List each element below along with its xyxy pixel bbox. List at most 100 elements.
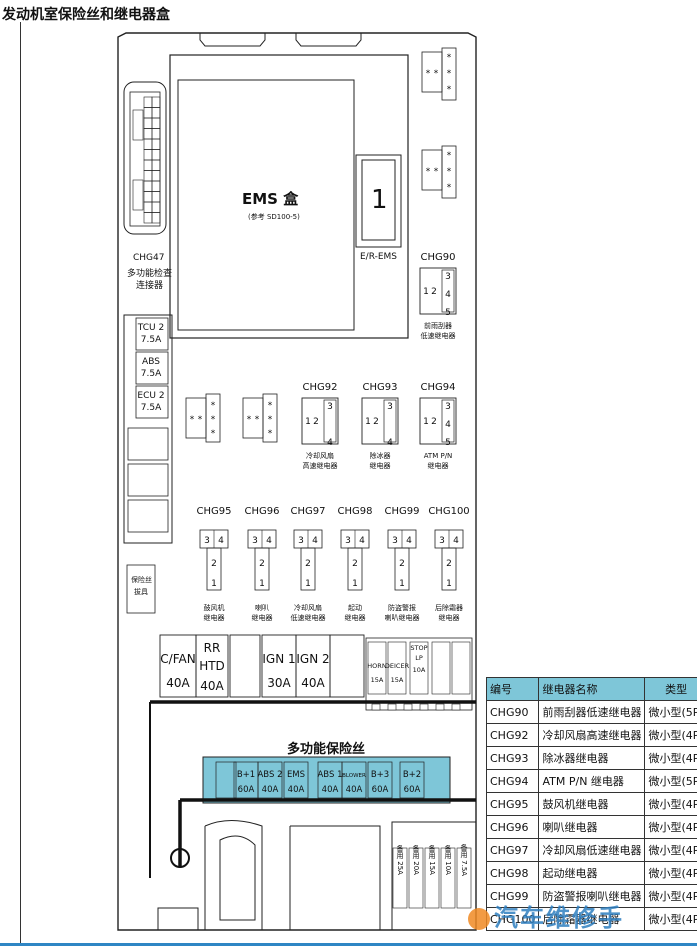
mini-fuse-tab	[403, 703, 413, 711]
chg47-pin-cell	[143, 159, 153, 171]
relay-body	[347, 547, 363, 591]
chg47-pin-cell	[151, 117, 161, 129]
connector-star: *	[447, 183, 452, 193]
relay-code: CHG98	[338, 506, 373, 517]
relay-pin: 2	[305, 559, 311, 569]
connector-star: *	[211, 415, 216, 425]
chg47-pin-cell	[151, 138, 161, 150]
small-fuse-block	[123, 314, 173, 544]
relay-pin: 2	[446, 559, 452, 569]
table-cell-type: 微小型(4P)	[644, 884, 697, 908]
relay-name: 继电器	[204, 613, 225, 622]
big-fuse-rating: 30A	[267, 676, 291, 690]
relay-code: CHG99	[385, 506, 420, 517]
multi-fuse-rating: 60A	[372, 785, 389, 795]
relay-name: 低速继电器	[291, 613, 326, 622]
relay-pin: 2	[431, 417, 437, 427]
relay-code: CHG94	[421, 382, 456, 393]
relay-pin: 3	[345, 536, 351, 546]
top-notches	[199, 33, 362, 47]
connector-socket	[262, 393, 278, 443]
connector-star: *	[447, 85, 452, 95]
big-fuse-rating: 40A	[200, 679, 224, 693]
chg47-pin-cell	[143, 117, 153, 129]
relay-pin: 4	[218, 536, 224, 546]
connector-socket	[441, 47, 457, 101]
connector-star: *	[255, 415, 260, 425]
relay-pin: 4	[387, 438, 393, 448]
table-cell-type: 微小型(4P)	[644, 815, 697, 839]
mini-fuse-slot	[367, 641, 387, 695]
relay-name: 冷却风扇	[294, 603, 322, 612]
empty-fuse-slot	[127, 499, 169, 533]
mini-fuse-name: LP	[415, 654, 423, 662]
relay-name: ATM P/N	[424, 452, 453, 460]
multi-fuse-rating: 40A	[346, 785, 363, 795]
table-header-name: 继电器名称	[538, 677, 646, 701]
connector-star: *	[434, 167, 439, 177]
chg47-pin-cell	[151, 180, 161, 192]
table-cell-type: 微小型(4P)	[644, 746, 697, 770]
relay-pin: 4	[406, 536, 412, 546]
er-ems-number: 1	[371, 185, 388, 215]
mini-fuse-slot	[431, 641, 451, 695]
small-fuse-name: TCU 2	[137, 323, 164, 333]
relay-code: CHG95	[197, 506, 232, 517]
relay-name: 继电器	[345, 613, 366, 622]
relay-pin: 3	[445, 272, 451, 282]
relay-name: 冷却风扇	[306, 451, 334, 460]
table-cell-code: CHG100	[485, 907, 540, 931]
mini-fuse-tab	[371, 703, 381, 711]
relay-pin: 1	[423, 287, 429, 297]
relay-pin: 3	[392, 536, 398, 546]
multi-fuse-rating: 60A	[238, 785, 255, 795]
relay-pin: 3	[387, 402, 393, 412]
multi-fuse-name: B+1	[237, 770, 255, 780]
table-cell-name: 冷却风扇高速继电器	[538, 723, 646, 747]
relay-pin: 1	[259, 579, 265, 589]
left-margin-line	[20, 22, 21, 946]
chg47-inner	[129, 91, 161, 227]
multi-fuse-rating: 40A	[262, 785, 279, 795]
fuse-puller	[126, 564, 156, 614]
connector-socket	[205, 393, 221, 443]
relay-name: 低速继电器	[421, 331, 456, 340]
relay-pin: 5	[445, 438, 451, 448]
relay-pin-column	[383, 399, 397, 443]
chg47-name-2: 连接器	[136, 281, 164, 291]
connector-star: *	[447, 151, 452, 161]
relay-body	[419, 397, 457, 445]
relay-pin: 4	[445, 420, 451, 430]
mini-fuse-tab	[451, 703, 461, 711]
small-fuse	[135, 317, 169, 351]
bottom-cavity-2	[219, 835, 256, 921]
relay-name: 除冰器	[370, 451, 391, 460]
small-fuse-rating: 7.5A	[141, 403, 162, 413]
table-cell-code: CHG93	[485, 746, 540, 770]
small-fuse	[135, 385, 169, 419]
spare-fuse-block	[391, 821, 477, 931]
relay-name: 高速继电器	[303, 461, 338, 470]
big-fuse	[295, 634, 331, 698]
relay-pin: 3	[439, 536, 445, 546]
relay-name: 防盗警报	[388, 603, 416, 612]
chg47-pin-cell	[143, 107, 153, 119]
relay-pin: 4	[453, 536, 459, 546]
mini-fuse-name: STOP	[410, 644, 427, 652]
table-cell-name: 除冰器继电器	[538, 746, 646, 770]
relay-pin: 5	[445, 308, 451, 318]
relay-pin: 2	[431, 287, 437, 297]
table-cell-code: CHG96	[485, 815, 540, 839]
table-cell-type: 微小型(4P)	[644, 723, 697, 747]
er-ems-label: E/R-EMS	[360, 252, 398, 262]
connector-star: *	[447, 167, 452, 177]
page-title: 发动机室保险丝和继电器盒	[2, 7, 170, 23]
relay-code: CHG96	[245, 506, 280, 517]
chg47-pin-cell	[151, 149, 161, 161]
